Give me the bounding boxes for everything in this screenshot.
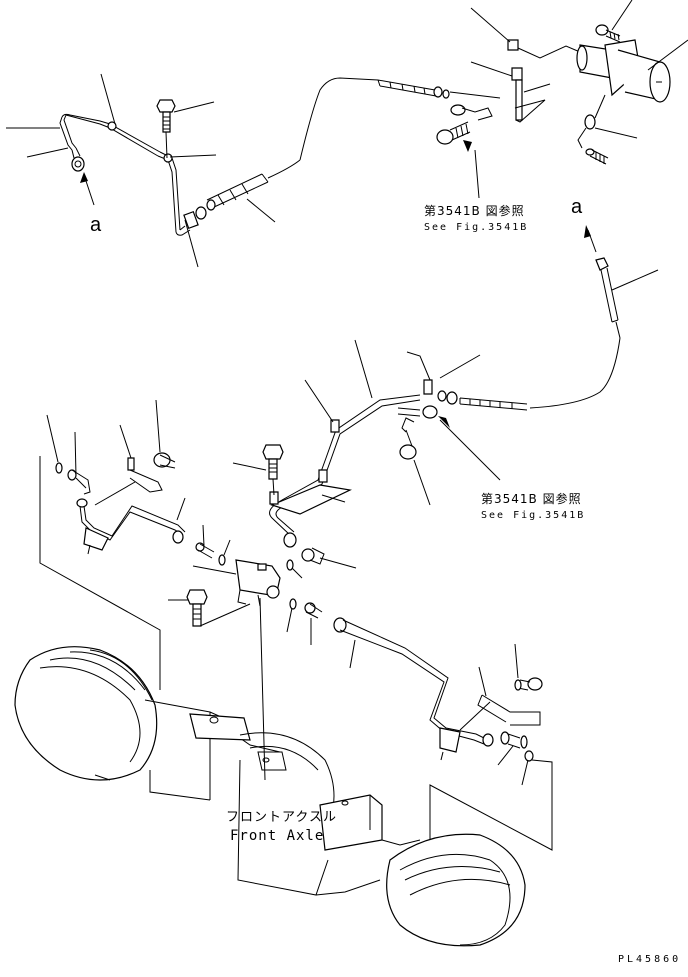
drawing-code: PL45860: [618, 954, 682, 965]
hose-upper-long: [300, 78, 378, 160]
figure-reference-mid-en: See Fig.3541B: [481, 510, 586, 521]
figure-reference-top-jp: 第3541B 図参照: [424, 204, 525, 218]
block-valve-lower: [168, 560, 322, 780]
front-axle-housing: [15, 647, 525, 946]
figure-reference-mid-jp: 第3541B 図参照: [481, 492, 582, 506]
front-axle-label-jp: フロントアクスル: [226, 810, 337, 825]
pipe-assembly-upper-left: [6, 74, 300, 267]
figure-reference-top-en: See Fig.3541B: [424, 222, 529, 233]
valve-block-upper: [378, 8, 580, 198]
arrow-label-a-right: a: [571, 196, 583, 218]
pipe-assembly-lower-right: [334, 618, 552, 850]
arrow-label-a-left: a: [90, 214, 102, 236]
front-axle-label-en: Front Axle: [230, 828, 325, 844]
actuator-motor: [577, 0, 688, 164]
pipe-assembly-middle: [233, 340, 527, 578]
pipe-assembly-left: [40, 400, 230, 690]
pipe-to-a-right: [530, 225, 658, 408]
